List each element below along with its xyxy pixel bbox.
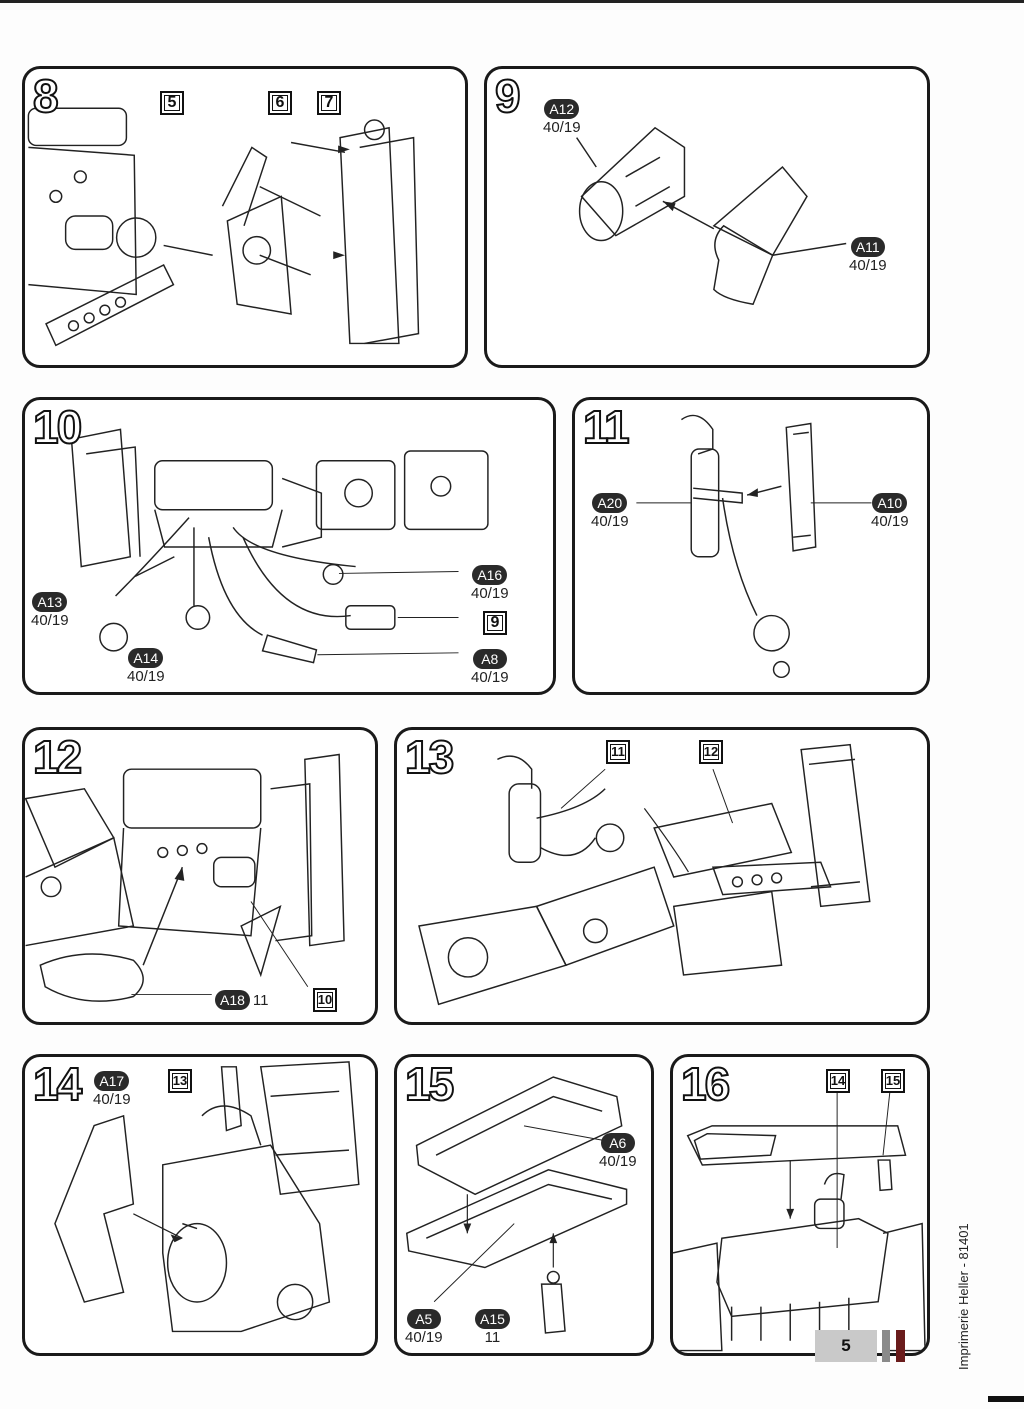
step-8-number: 8 <box>32 70 60 122</box>
step-13-part-ref-11: 11 <box>606 740 630 764</box>
step-10-part-a14-ratio: 40/19 <box>127 668 165 685</box>
step-11-part-a10: A10 40/19 <box>871 493 909 531</box>
step-15-part-a15: A15 11 <box>475 1309 510 1347</box>
step-14-part-a17: A17 40/19 <box>93 1071 131 1109</box>
step-10-part-a8: A8 40/19 <box>471 649 509 687</box>
page-number: 5 <box>815 1330 877 1362</box>
step-14-part-a17-code: A17 <box>94 1071 130 1091</box>
step-11-part-a20-ratio: 40/19 <box>591 513 629 530</box>
page-accent-bar-red <box>896 1330 905 1362</box>
step-15-part-a15-ratio: 11 <box>484 1329 501 1346</box>
step-11-part-a20-code: A20 <box>592 493 628 513</box>
step-11-part-a10-code: A10 <box>872 493 908 513</box>
step-10-part-a13-code: A13 <box>32 592 68 612</box>
step-12-part-a18-code: A18 <box>215 990 250 1010</box>
printer-credit: Imprimerie Heller - 81401 <box>956 1223 971 1370</box>
step-10-part-a8-code: A8 <box>472 649 507 669</box>
step-9-illustration <box>576 126 847 306</box>
step-15-part-a5-ratio: 40/19 <box>405 1329 443 1346</box>
step-16-number: 16 <box>680 1058 731 1110</box>
step-9-part-a11-code: A11 <box>850 237 885 257</box>
step-14-part-ref-13: 13 <box>168 1069 192 1093</box>
step-8-panel: 8 5 6 7 <box>22 66 468 368</box>
step-10-panel: 10 A16 40/19 A13 40/19 A14 40/19 9 A8 40… <box>22 397 556 695</box>
step-12-number: 12 <box>32 731 83 783</box>
step-13-number: 13 <box>404 731 455 783</box>
step-10-part-a16-code: A16 <box>472 565 508 585</box>
step-15-illustration <box>405 1076 628 1334</box>
step-15-part-a5-code: A5 <box>406 1309 441 1329</box>
step-10-illustration <box>70 428 489 664</box>
step-16-part-ref-14: 14 <box>826 1069 850 1093</box>
step-8-part-ref-5: 5 <box>160 91 184 115</box>
step-12-part-a18-ratio: 11 <box>252 992 269 1009</box>
step-9-part-a11: A11 40/19 <box>849 237 887 275</box>
step-15-part-a6-code: A6 <box>600 1133 635 1153</box>
step-9-number: 9 <box>494 70 522 122</box>
corner-mark <box>988 1396 1024 1402</box>
step-10-part-ref-9: 9 <box>483 611 507 635</box>
step-10-part-a14: A14 40/19 <box>127 648 165 686</box>
step-10-part-a8-ratio: 40/19 <box>471 669 509 686</box>
step-10-part-a16-ratio: 40/19 <box>471 585 509 602</box>
step-11-part-a10-ratio: 40/19 <box>871 513 909 530</box>
step-14-illustration <box>54 1061 360 1333</box>
step-10-part-a13: A13 40/19 <box>31 592 69 630</box>
step-12-part-ref-10: 10 <box>313 988 337 1012</box>
step-11-number: 11 <box>582 401 631 453</box>
step-12-illustration <box>25 753 345 1002</box>
step-13-panel: 13 11 12 <box>394 727 930 1025</box>
step-14-number: 14 <box>32 1058 83 1110</box>
top-border <box>0 0 1024 3</box>
step-16-illustration <box>673 1091 926 1352</box>
step-9-panel: 9 A12 40/19 A11 40/19 <box>484 66 930 368</box>
step-9-part-a12-code: A12 <box>544 99 580 119</box>
step-14-panel: 14 A17 40/19 13 <box>22 1054 378 1356</box>
step-8-part-ref-7: 7 <box>317 91 341 115</box>
step-15-panel: 15 A6 40/19 A5 40/19 A15 11 <box>394 1054 654 1356</box>
step-15-number: 15 <box>404 1058 455 1110</box>
step-10-part-a13-ratio: 40/19 <box>31 612 69 629</box>
step-9-part-a12-ratio: 40/19 <box>543 119 581 136</box>
step-8-illustration <box>27 107 420 347</box>
step-9-part-a12: A12 40/19 <box>543 99 581 137</box>
step-14-part-a17-ratio: 40/19 <box>93 1091 131 1108</box>
page-accent-bar-grey <box>882 1330 890 1362</box>
step-16-part-ref-15: 15 <box>881 1069 905 1093</box>
step-16-panel: 16 14 15 <box>670 1054 930 1356</box>
step-13-illustration <box>418 743 871 1006</box>
step-15-part-a6-ratio: 40/19 <box>599 1153 637 1170</box>
step-11-panel: 11 A20 40/19 A10 40/19 <box>572 397 930 695</box>
step-10-part-a14-code: A14 <box>128 648 164 668</box>
step-9-part-a11-ratio: 40/19 <box>849 257 887 274</box>
step-10-number: 10 <box>32 401 83 453</box>
step-13-part-ref-12: 12 <box>699 740 723 764</box>
step-11-illustration <box>636 414 872 679</box>
step-15-part-a6: A6 40/19 <box>599 1133 637 1171</box>
step-11-part-a20: A20 40/19 <box>591 493 629 531</box>
step-8-part-ref-6: 6 <box>268 91 292 115</box>
step-10-part-a16: A16 40/19 <box>471 565 509 603</box>
step-15-part-a5: A5 40/19 <box>405 1309 443 1347</box>
step-15-part-a15-code: A15 <box>475 1309 510 1329</box>
